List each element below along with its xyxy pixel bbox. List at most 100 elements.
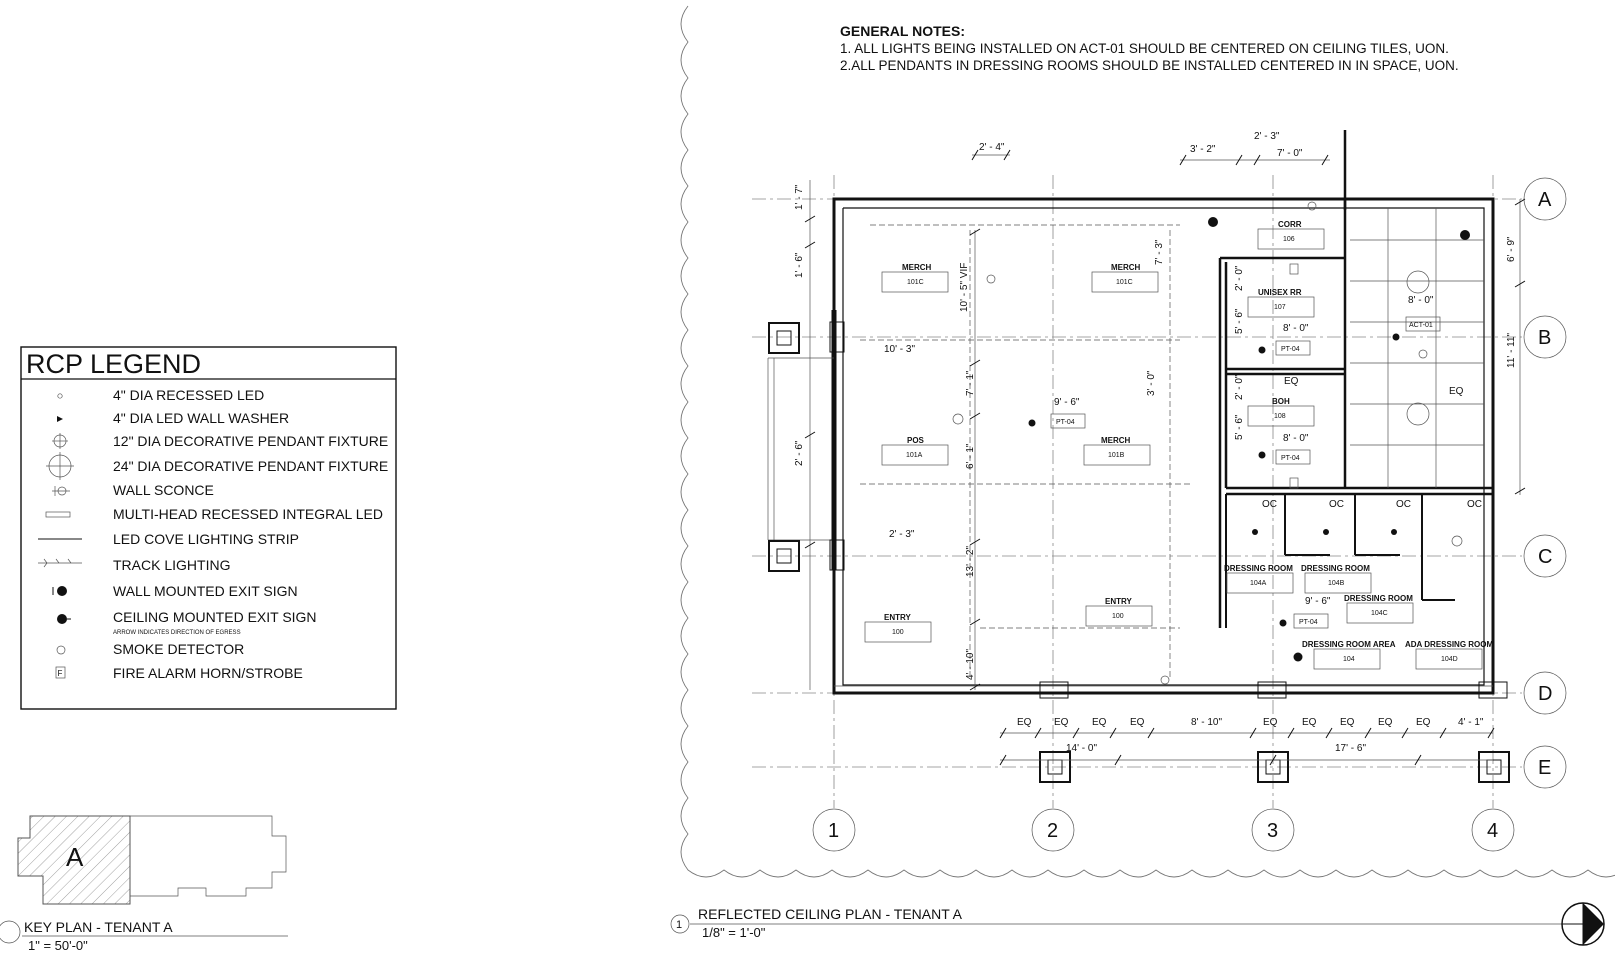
grid-bubble-3: 3: [1251, 808, 1295, 852]
grid-bubble-C: C: [1523, 534, 1567, 578]
svg-text:PT-04: PT-04: [1056, 419, 1075, 426]
legend-label: FIRE ALARM HORN/STROBE: [113, 665, 303, 681]
pendant-icon: [1392, 333, 1400, 341]
ceiling-exit-sign-icon: [57, 614, 71, 624]
room-label: DRESSING ROOM 104B: [1301, 564, 1372, 594]
fixture-tag: PT-04: [1275, 449, 1311, 465]
general-note-1: 1. ALL LIGHTS BEING INSTALLED ON ACT-01 …: [840, 41, 1449, 56]
fire-alarm-icon: [1289, 263, 1299, 275]
fixtures: [952, 201, 1470, 685]
pendant-icon: [1279, 619, 1287, 627]
dim-eq: EQ: [1054, 717, 1069, 728]
fixture-tag: PT-04: [1293, 613, 1329, 629]
pendant-24-icon: [46, 452, 74, 480]
recessed-led-icon: [57, 393, 63, 399]
legend-label: 12" DIA DECORATIVE PENDANT FIXTURE: [113, 433, 388, 449]
dim-text: 6' - 9": [1506, 236, 1517, 262]
svg-text:F: F: [58, 669, 63, 678]
smoke-detector-icon: [1418, 349, 1428, 359]
svg-text:DRESSING ROOM: DRESSING ROOM: [1301, 564, 1370, 573]
revision-cloud-outline: [680, 5, 1615, 878]
fixture-tag: ACT-01: [1405, 316, 1441, 332]
dim-text: 7' - 0": [1277, 148, 1303, 159]
svg-text:3: 3: [1267, 820, 1278, 842]
svg-text:101C: 101C: [1116, 279, 1133, 286]
svg-text:1: 1: [828, 820, 839, 842]
dim-text: 2' - 0": [1234, 265, 1245, 291]
svg-text:100: 100: [892, 629, 904, 636]
fire-alarm-icon: F: [55, 666, 66, 679]
general-note-2: 2.ALL PENDANTS IN DRESSING ROOMS SHOULD …: [840, 58, 1459, 73]
legend-label: LED COVE LIGHTING STRIP: [113, 531, 299, 547]
fixture-tag: PT-04: [1275, 340, 1311, 356]
legend-label: SMOKE DETECTOR: [113, 641, 244, 657]
pendant-12-icon: [52, 433, 68, 449]
svg-text:DRESSING ROOM AREA: DRESSING ROOM AREA: [1302, 640, 1396, 649]
dim-text: 10' - 5" VIF: [959, 263, 970, 312]
legend-label: CEILING MOUNTED EXIT SIGN: [113, 609, 317, 625]
key-plan-area-label: A: [66, 842, 84, 872]
dim-text: 2' - 3": [1254, 131, 1280, 142]
rcp-legend: RCP LEGEND F 4" DIA RECESSED LED 4" DIA …: [20, 346, 397, 710]
svg-text:104: 104: [1343, 656, 1355, 663]
dim-oc: OC: [1329, 499, 1344, 510]
room-label: DRESSING ROOM AREA 104: [1302, 640, 1396, 670]
key-plan: A KEY PLAN - TENANT A 1" = 50'-0": [0, 815, 288, 953]
track-lighting-icon: [38, 558, 82, 568]
pendant-12-icon: [952, 413, 964, 425]
room-label: UNISEX RR 107: [1247, 288, 1315, 318]
dimension-lines: [804, 149, 1526, 766]
svg-text:ACT-01: ACT-01: [1409, 322, 1433, 329]
dim-text: 8' - 0": [1283, 323, 1309, 334]
wall-washer-icon: [57, 416, 63, 422]
svg-text:ENTRY: ENTRY: [1105, 597, 1132, 606]
svg-text:108: 108: [1274, 413, 1286, 420]
legend-sublabel: ARROW INDICATES DIRECTION OF EGRESS: [113, 630, 241, 636]
smoke-detector-icon: [986, 274, 996, 284]
legend-label: 4" DIA RECESSED LED: [113, 387, 264, 403]
svg-text:C: C: [1538, 546, 1552, 568]
wall-exit-sign-icon: [52, 586, 67, 596]
svg-text:107: 107: [1274, 304, 1286, 311]
drawing-title: 1 REFLECTED CEILING PLAN - TENANT A 1/8"…: [670, 902, 1605, 946]
dim-eq: EQ: [1449, 386, 1464, 397]
smoke-detector-icon: [1307, 201, 1317, 211]
dim-text: 7' - 3": [1154, 239, 1165, 265]
dim-text: 6' - 1": [965, 443, 976, 469]
svg-text:101B: 101B: [1108, 452, 1125, 459]
svg-text:100: 100: [1112, 613, 1124, 620]
ceiling-exit-sign-icon: [1208, 217, 1218, 227]
pendant-icon: [1258, 451, 1266, 459]
wall-sconce-icon: [52, 486, 70, 496]
dim-eq: EQ: [1416, 717, 1431, 728]
svg-text:104A: 104A: [1250, 580, 1267, 587]
legend-label: 24" DIA DECORATIVE PENDANT FIXTURE: [113, 458, 388, 474]
dim-text: 8' - 0": [1283, 433, 1309, 444]
dim-text: 9' - 6": [1054, 397, 1080, 408]
drawing-number: 1: [676, 919, 682, 931]
svg-text:DRESSING ROOM: DRESSING ROOM: [1224, 564, 1293, 573]
svg-text:MERCH: MERCH: [1111, 263, 1141, 272]
svg-text:2: 2: [1047, 820, 1058, 842]
dim-text: 9' - 6": [1305, 596, 1331, 607]
north-arrow-icon: [1561, 902, 1605, 946]
room-label: MERCH 101C: [1091, 263, 1159, 293]
pendant-icon: [1252, 529, 1258, 535]
svg-text:POS: POS: [907, 436, 925, 445]
pendant-icon: [1028, 419, 1036, 427]
dim-eq: EQ: [1263, 717, 1278, 728]
svg-text:DRESSING ROOM: DRESSING ROOM: [1344, 594, 1413, 603]
svg-text:UNISEX RR: UNISEX RR: [1258, 288, 1302, 297]
grid-bubble-A: A: [1523, 177, 1567, 221]
svg-text:104B: 104B: [1328, 580, 1345, 587]
dim-text: 13' - 2": [965, 546, 976, 577]
room-label: ENTRY 100: [1085, 597, 1153, 627]
dim-text: 1' - 7": [794, 184, 805, 210]
